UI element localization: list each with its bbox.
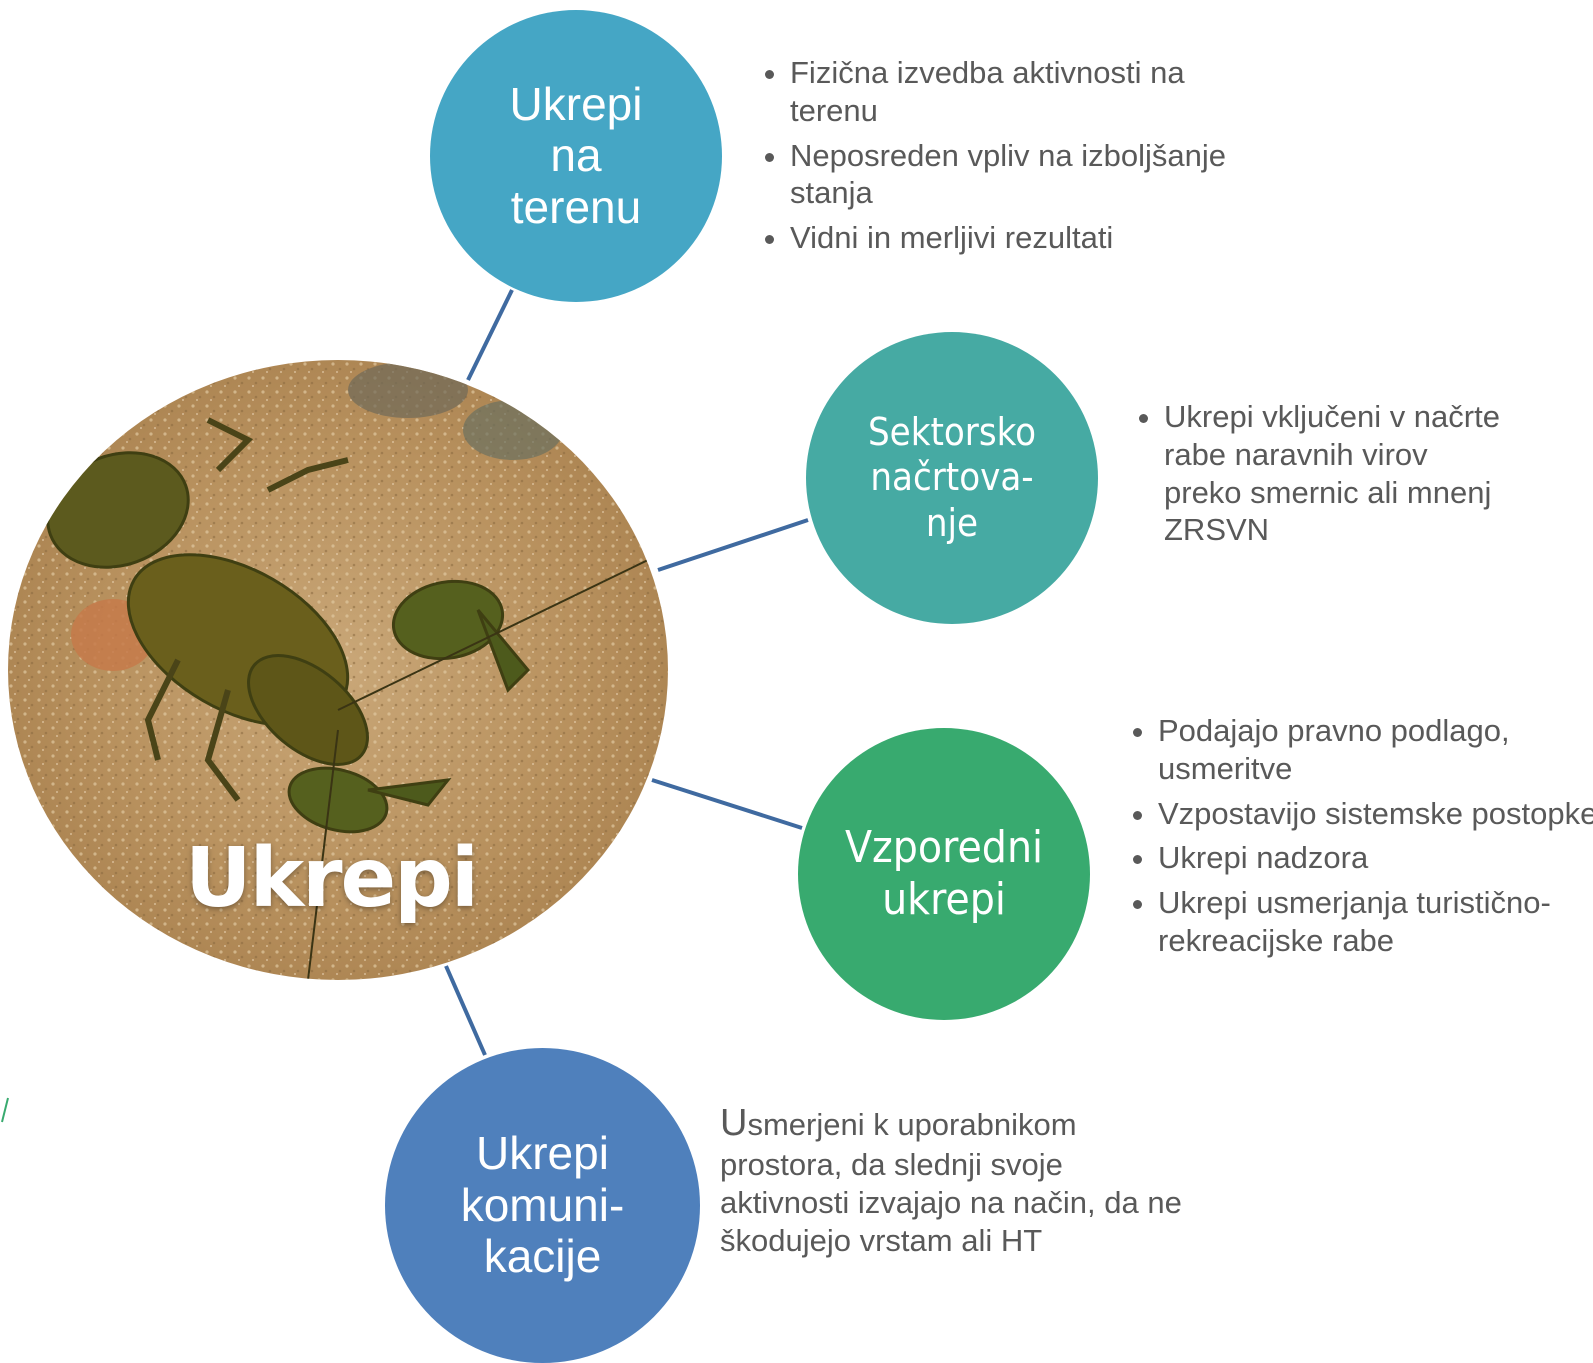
connector-komunikacije <box>446 966 485 1055</box>
node-label: Vzporedni ukrepi <box>845 822 1043 926</box>
node-label: Ukrepi komuni- kacije <box>461 1128 625 1283</box>
node-sektorsko-nacrtovanje: Sektorsko načrtova- nje <box>806 332 1098 624</box>
node-label: Ukrepi na terenu <box>510 79 643 234</box>
node-label: Sektorsko načrtova- nje <box>868 410 1036 547</box>
connector-sektorsko <box>658 520 808 570</box>
connector-vzporedni <box>652 780 802 828</box>
bullet-item: Neposreden vpliv na izboljšanje stanja <box>790 137 1250 213</box>
bullet-item: Podajajo pravno podlago, usmeritve <box>1158 712 1593 788</box>
bullets-ukrepi-na-terenu: Fizična izvedba aktivnosti na terenu Nep… <box>752 54 1250 264</box>
bullet-item: Fizična izvedba aktivnosti na terenu <box>790 54 1250 130</box>
bullet-item: Ukrepi nadzora <box>1158 839 1593 877</box>
drop-letter: U <box>720 1102 747 1144</box>
center-title: Ukrepi <box>185 838 445 920</box>
bullet-item: Vzpostavijo sistemske postopke <box>1158 795 1593 833</box>
paragraph-text: smerjeni k uporabnikom prostora, da sled… <box>720 1107 1182 1258</box>
bullet-item: Ukrepi usmerjanja turistično-rekreacijsk… <box>1158 884 1593 960</box>
node-ukrepi-na-terenu: Ukrepi na terenu <box>430 10 722 302</box>
bullets-sektorsko-nacrtovanje: Ukrepi vključeni v načrte rabe naravnih … <box>1126 398 1593 556</box>
bullet-item: Ukrepi vključeni v načrte rabe naravnih … <box>1164 398 1593 549</box>
edge-fragment-mark <box>0 1096 10 1126</box>
text-ukrepi-komunikacije: Usmerjeni k uporabnikom prostora, da sle… <box>720 1100 1190 1260</box>
connector-terenu <box>468 290 512 380</box>
node-ukrepi-komunikacije: Ukrepi komuni- kacije <box>385 1048 700 1363</box>
bullet-item: Vidni in merljivi rezultati <box>790 219 1250 257</box>
bullets-vzporedni-ukrepi: Podajajo pravno podlago, usmeritve Vzpos… <box>1120 712 1593 967</box>
node-vzporedni-ukrepi: Vzporedni ukrepi <box>798 728 1090 1020</box>
